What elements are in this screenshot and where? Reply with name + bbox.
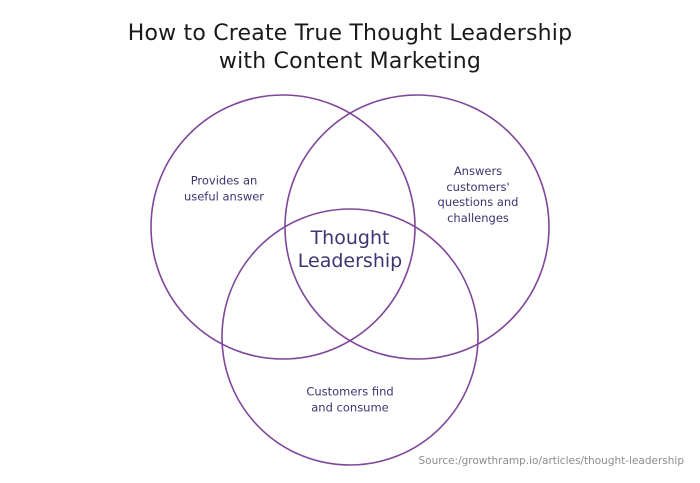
venn-label-left: Provides an useful answer	[183, 173, 265, 204]
venn-label-bottom: Customers find and consume	[306, 384, 394, 415]
diagram-title: How to Create True Thought Leadership wi…	[127, 21, 573, 74]
venn-label-right: Answers customers' questions and challen…	[437, 164, 519, 225]
venn-label-center: Thought Leadership	[297, 227, 403, 272]
venn-circle-bottom	[221, 208, 479, 466]
source-attribution: Source:/growthramp.io/articles/thought-l…	[418, 455, 684, 467]
